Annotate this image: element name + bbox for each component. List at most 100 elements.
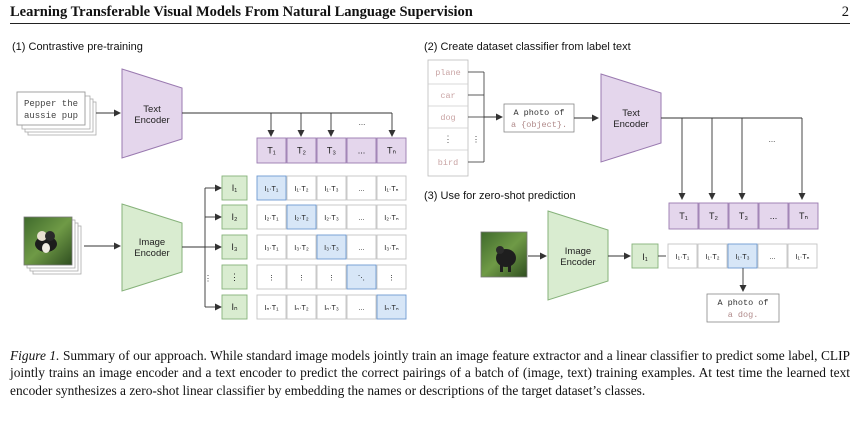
t2-cell-2-text: T₂ <box>709 211 718 221</box>
panel3-label: (3) Use for zero-shot prediction <box>424 190 576 202</box>
text-encoder-2: Text Encoder <box>600 73 662 163</box>
matrix-cell-5-4-text: ... <box>359 303 365 312</box>
prediction-box: A photo of a dog. <box>706 293 780 323</box>
matrix-cell-4-4-text: ⋱ <box>358 273 365 282</box>
paper-header-title: Learning Transferable Visual Models From… <box>10 4 473 20</box>
matrix-cell-1-4: ... <box>346 175 377 201</box>
score-cell-5: I₁·Tₙ <box>787 243 818 269</box>
matrix-cell-5-2: Iₙ·T₂ <box>286 294 317 320</box>
matrix-cell-1-2-text: I₁·T₂ <box>295 184 309 193</box>
score-cell-4: ... <box>757 243 788 269</box>
i-cell-2-text: I₂ <box>232 212 239 222</box>
class-label-car: car <box>440 91 455 101</box>
t-cell-5: Tₙ <box>376 137 407 164</box>
t2-cell-3-text: T₃ <box>739 211 748 221</box>
matrix-cell-2-1-text: I₂·T₁ <box>265 213 280 222</box>
matrix-cell-2-5: I₂·Tₙ <box>376 204 407 230</box>
t-cell-4-text: ... <box>358 146 366 156</box>
matrix-cell-3-3-text: I₃·T₃ <box>324 243 339 252</box>
matrix-cell-5-3-text: Iₙ·T₃ <box>324 303 339 312</box>
t-ellipsis-2: ... <box>769 135 776 144</box>
text-encoder-1: Text Encoder <box>121 68 183 159</box>
figure-caption: Figure 1. Summary of our approach. While… <box>10 347 850 399</box>
matrix-cell-4-3-text: ⋮ <box>328 273 335 282</box>
matrix-cell-3-1: I₃·T₁ <box>256 234 287 260</box>
text-encoder-1-line2: Encoder <box>134 115 169 126</box>
prediction-line1: A photo of <box>717 298 768 308</box>
image-encoder-2: Image Encoder <box>547 210 609 301</box>
image-encoder-2-line2: Encoder <box>560 257 595 268</box>
matrix-cell-2-2: I₂·T₂ <box>286 204 317 230</box>
matrix-cell-2-4: ... <box>346 204 377 230</box>
image-encoder-2-line1: Image <box>565 246 591 257</box>
i-cell-5: Iₙ <box>221 294 248 320</box>
page-number: 2 <box>841 4 849 20</box>
panel1-label: (1) Contrastive pre-training <box>12 41 143 53</box>
zero-shot-score-row: I₁·T₁ I₁·T₂ I₁·T₃... I₁·Tₙ <box>667 243 818 269</box>
t2-cell-2: T₂ <box>698 202 729 230</box>
i-cell-4-text: ⋮ <box>230 272 239 282</box>
matrix-cell-2-3: I₂·T₃ <box>316 204 347 230</box>
text-encoder-2-line1: Text <box>622 108 640 119</box>
score-cell-2-text: I₁·T₂ <box>706 252 720 261</box>
t-cell-1: T₁ <box>256 137 287 164</box>
matrix-cell-5-5: Iₙ·Tₙ <box>376 294 407 320</box>
score-cell-4-text: ... <box>770 252 776 261</box>
matrix-cell-5-2-text: Iₙ·T₂ <box>294 303 309 312</box>
matrix-cell-4-4: ⋱ <box>346 264 377 290</box>
matrix-cell-4-5: ⋮ <box>376 264 407 290</box>
matrix-cell-5-1-text: Iₙ·T₁ <box>264 303 279 312</box>
text-input-line2: aussie pup <box>24 111 78 121</box>
class-label-list: plane car dog ⋮ bird <box>427 59 469 177</box>
image-encoder-1: Image Encoder <box>121 203 183 292</box>
score-cell-3-text: I₁·T₃ <box>735 252 749 261</box>
clip-figure: (1) Contrastive pre-training Pepper the … <box>12 41 819 323</box>
prediction-line2: a dog. <box>728 310 759 320</box>
score-cell-2: I₁·T₂ <box>697 243 728 269</box>
i-cell-1: I₁ <box>221 175 248 201</box>
matrix-cell-3-2-text: I₃·T₂ <box>294 243 309 252</box>
i-cell-1-text: I₁ <box>232 183 238 193</box>
i-cell-4: ⋮ <box>221 264 248 290</box>
dog-photo-2 <box>480 231 528 278</box>
class-label-bird: bird <box>438 158 458 168</box>
t-cell-4: ... <box>346 137 377 164</box>
prompt-template-line1: A photo of <box>513 108 564 118</box>
class-label-plane: plane <box>435 68 461 78</box>
caption-label: Figure 1. <box>10 348 60 363</box>
matrix-cell-1-4-text: ... <box>359 184 365 193</box>
matrix-cell-1-5-text: I₁·Tₙ <box>384 184 398 193</box>
text-encoder-1-line1: Text <box>143 104 161 115</box>
matrix-cell-2-3-text: I₂·T₃ <box>324 213 339 222</box>
matrix-cell-2-4-text: ... <box>359 213 365 222</box>
t2-cell-3: T₃ <box>728 202 759 230</box>
matrix-cell-3-4: ... <box>346 234 377 260</box>
score-cell-1: I₁·T₁ <box>667 243 698 269</box>
image-encoder-1-line1: Image <box>139 237 165 248</box>
class-label-dog: dog <box>440 113 455 123</box>
matrix-cell-4-5-text: ⋮ <box>388 273 395 282</box>
matrix-cell-1-3-text: I₁·T₃ <box>324 184 338 193</box>
matrix-cell-3-5-text: I₃·Tₙ <box>384 243 399 252</box>
matrix-cell-5-4: ... <box>346 294 377 320</box>
matrix-cell-4-1-text: ⋮ <box>268 273 275 282</box>
t-cell-2-text: T₂ <box>297 146 306 156</box>
matrix-cell-1-3: I₁·T₃ <box>316 175 347 201</box>
matrix-cell-2-5-text: I₂·Tₙ <box>384 213 399 222</box>
t-down-arrows-2 <box>678 118 806 200</box>
t2-cell-4-text: ... <box>770 211 778 221</box>
matrix-cell-4-2: ⋮ <box>286 264 317 290</box>
matrix-cell-4-1: ⋮ <box>256 264 287 290</box>
matrix-cell-5-3: Iₙ·T₃ <box>316 294 347 320</box>
matrix-cell-1-2: I₁·T₂ <box>286 175 317 201</box>
t2-cell-1-text: T₁ <box>679 211 688 221</box>
t-cell-5-text: Tₙ <box>387 146 396 156</box>
t2-cell-5-text: Tₙ <box>799 211 808 221</box>
matrix-cell-1-1: I₁·T₁ <box>256 175 287 201</box>
matrix-cell-3-5: I₃·Tₙ <box>376 234 407 260</box>
matrix-cell-2-2-text: I₂·T₂ <box>294 213 309 222</box>
svg-text:⋮: ⋮ <box>472 135 480 144</box>
t-feature-row-2: T₁ T₂ T₃... Tₙ <box>668 202 819 230</box>
matrix-cell-3-3: I₃·T₃ <box>316 234 347 260</box>
